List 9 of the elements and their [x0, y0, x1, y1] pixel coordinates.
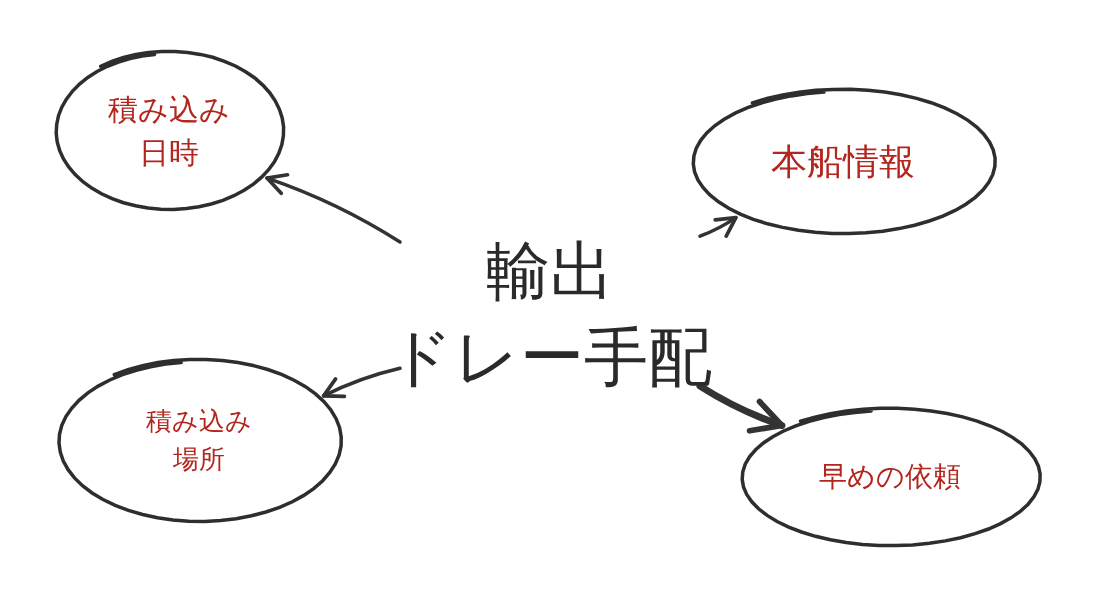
topic-label: 早めの依頼	[819, 459, 961, 496]
topic-label: 積み込み日時	[107, 90, 231, 172]
arrow	[321, 366, 402, 399]
title-text: 輸出	[486, 232, 614, 310]
arrow	[265, 173, 402, 244]
topic-label: 本船情報	[771, 139, 915, 184]
title-text: ドレー手配	[388, 319, 712, 396]
arrow	[698, 215, 738, 238]
topic-label: 積み込み場所	[145, 405, 253, 476]
